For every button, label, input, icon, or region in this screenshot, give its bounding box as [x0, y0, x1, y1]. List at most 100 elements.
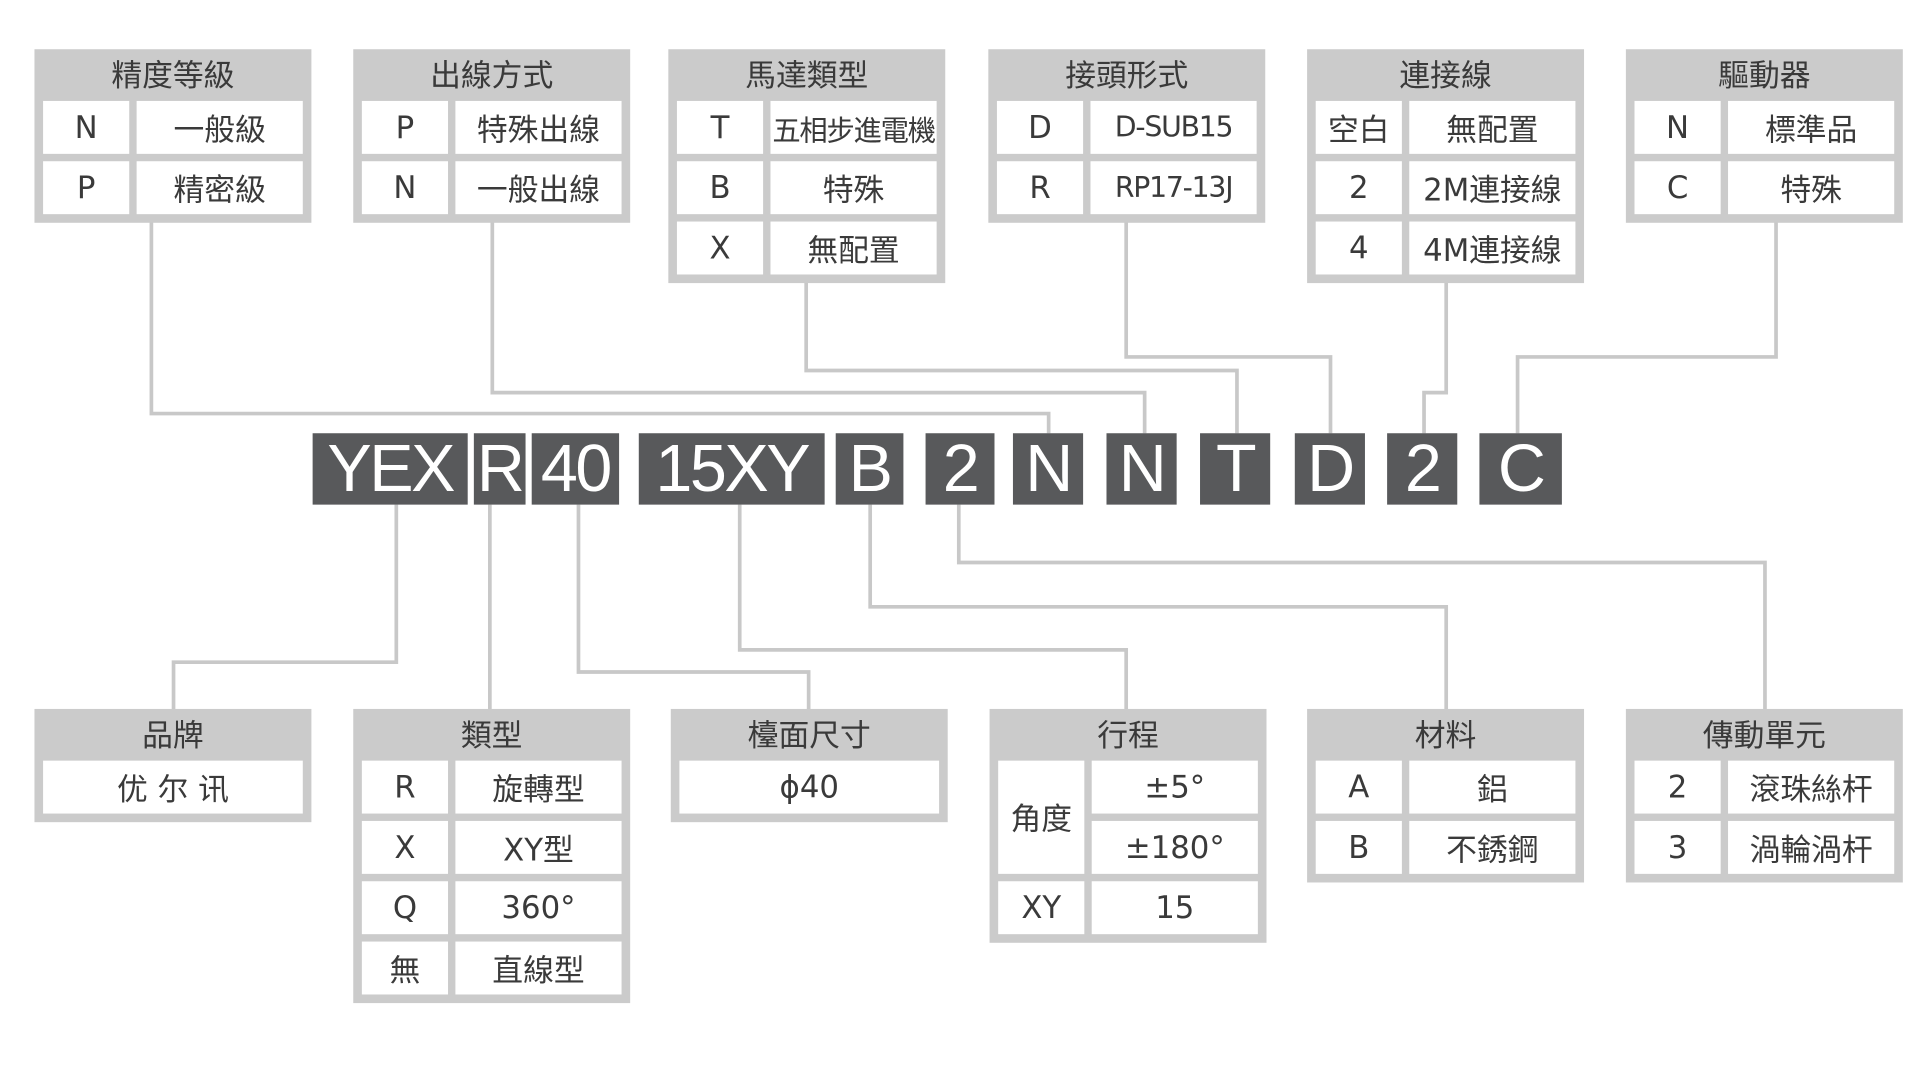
option-value: 一般出線	[455, 161, 622, 215]
option-code: P	[43, 161, 130, 215]
option-value: 4M連接線	[1409, 221, 1576, 275]
code-segment: B	[835, 432, 904, 506]
connector-motor	[804, 280, 1239, 434]
group-title: 接頭形式	[1065, 57, 1189, 94]
connector-table-size	[576, 504, 811, 709]
option-value: 渦輪渦杆	[1728, 820, 1895, 874]
option-code: 空白	[1315, 100, 1402, 154]
group-title: 驅動器	[1718, 57, 1811, 94]
group-title: 連接線	[1399, 57, 1492, 94]
option-value: 無配置	[1409, 100, 1576, 154]
option-value: 特殊出線	[455, 100, 622, 154]
option-value: ±5°	[1091, 760, 1258, 814]
connector-cable	[1422, 280, 1449, 434]
code-segment: C	[1479, 432, 1562, 506]
option-code: C	[1634, 161, 1721, 215]
connector-material	[868, 504, 1449, 709]
group-title: 精度等級	[111, 57, 235, 94]
option-value: 精密級	[136, 161, 303, 215]
option-value: 旋轉型	[455, 760, 622, 814]
code-segment: YEX	[312, 432, 468, 506]
option-value: 鋁	[1409, 760, 1576, 814]
group-title: 出線方式	[430, 57, 554, 94]
option-code: 4	[1315, 221, 1402, 275]
connector-precision	[149, 219, 1051, 434]
code-segment: N	[1012, 432, 1084, 506]
option-code: N	[361, 161, 449, 215]
connector-wiring	[490, 219, 1147, 434]
option-code: 2	[1634, 760, 1721, 814]
group-title: 品牌	[142, 717, 204, 754]
connector-driver	[1515, 219, 1778, 434]
connector-brand	[171, 504, 399, 709]
group-title: 材料	[1414, 717, 1477, 754]
option-code: 3	[1634, 820, 1721, 874]
option-value: XY型	[455, 820, 622, 874]
group-title: 馬達類型	[745, 57, 869, 94]
code-segment: D	[1294, 432, 1365, 506]
option-value: 五相步進電機	[770, 100, 937, 154]
code-segment: N	[1106, 432, 1177, 506]
option-code: Q	[361, 881, 449, 935]
code-segment: 40	[531, 432, 620, 506]
option-code: B	[676, 161, 764, 215]
option-value: 不銹鋼	[1409, 820, 1576, 874]
option-value: ±180°	[1091, 820, 1258, 874]
code-segment: 2	[925, 432, 995, 506]
group-title: 行程	[1097, 717, 1159, 754]
option-value: 360°	[455, 881, 622, 935]
option-grid: ϕ40	[679, 760, 940, 814]
group-title: 類型	[460, 717, 523, 754]
option-value: D-SUB15	[1090, 100, 1257, 154]
option-code: 無	[361, 941, 449, 995]
option-code: X	[676, 221, 764, 275]
option-code: N	[1634, 100, 1721, 154]
code-segment: 2	[1387, 432, 1458, 506]
connector-drive	[956, 504, 1767, 709]
option-code: X	[361, 820, 449, 874]
group-title: 檯面尺寸	[747, 717, 871, 754]
option-code: A	[1315, 760, 1402, 814]
option-value: 优 尔 讯	[43, 760, 303, 814]
option-value: 特殊	[770, 161, 937, 215]
code-segment: 15XY	[638, 432, 825, 506]
option-code: 角度	[998, 760, 1085, 874]
option-code: 2	[1315, 161, 1402, 215]
option-value: 滾珠絲杆	[1728, 760, 1895, 814]
option-value: 2M連接線	[1409, 161, 1576, 215]
option-value: 15	[1091, 881, 1258, 935]
option-code: R	[361, 760, 449, 814]
group-title: 傳動單元	[1702, 717, 1826, 754]
option-value: 一般級	[136, 100, 303, 154]
code-segment: T	[1200, 432, 1271, 506]
bottom-group: 品牌优 尔 讯	[34, 708, 312, 823]
option-value: RP17-13J	[1090, 161, 1257, 215]
option-code: T	[676, 100, 764, 154]
option-code: B	[1315, 820, 1402, 874]
option-code: N	[43, 100, 130, 154]
code-segment: R	[473, 432, 526, 506]
option-value: 無配置	[770, 221, 937, 275]
option-value: 特殊	[1728, 161, 1895, 215]
option-code: P	[361, 100, 449, 154]
connector-stroke	[737, 504, 1129, 709]
